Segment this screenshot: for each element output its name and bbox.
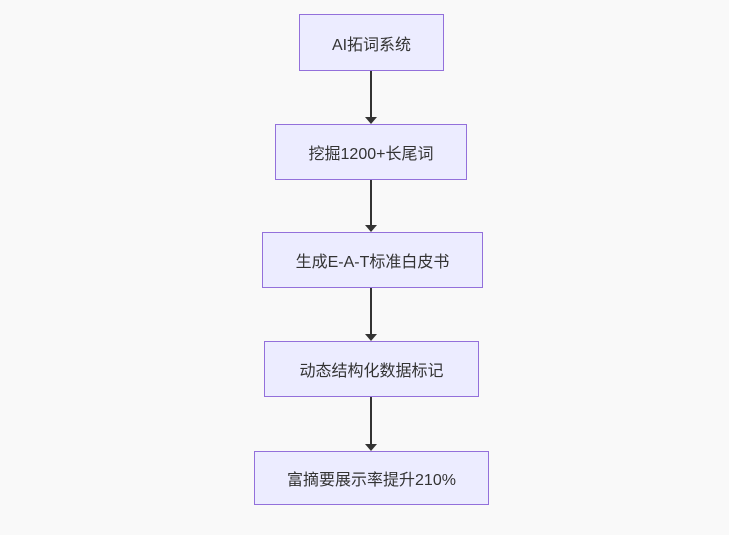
- node-label: AI拓词系统: [331, 36, 412, 54]
- flow-arrow-down-icon: [370, 180, 372, 225]
- node-label: 富摘要展示率提升210%: [287, 472, 456, 489]
- flow-arrow-down-icon: [370, 288, 372, 334]
- flowchart-node-rich-snippet-result: 富摘要展示率提升210%: [254, 451, 489, 505]
- node-label: 挖掘1200+长尾词: [308, 146, 434, 163]
- node-label: 动态结构化数据标记: [299, 363, 444, 380]
- flowchart-node-ai-word-expansion: AI拓词系统: [299, 14, 444, 71]
- flow-arrow-down-icon: [370, 71, 372, 117]
- flowchart-node-longtail-keywords: 挖掘1200+长尾词: [275, 124, 467, 180]
- flowchart-node-structured-data: 动态结构化数据标记: [264, 341, 479, 397]
- node-label: 生成E-A-T标准白皮书: [295, 254, 450, 271]
- flowchart-node-eat-whitepaper: 生成E-A-T标准白皮书: [262, 232, 483, 288]
- flow-arrow-down-icon: [370, 397, 372, 444]
